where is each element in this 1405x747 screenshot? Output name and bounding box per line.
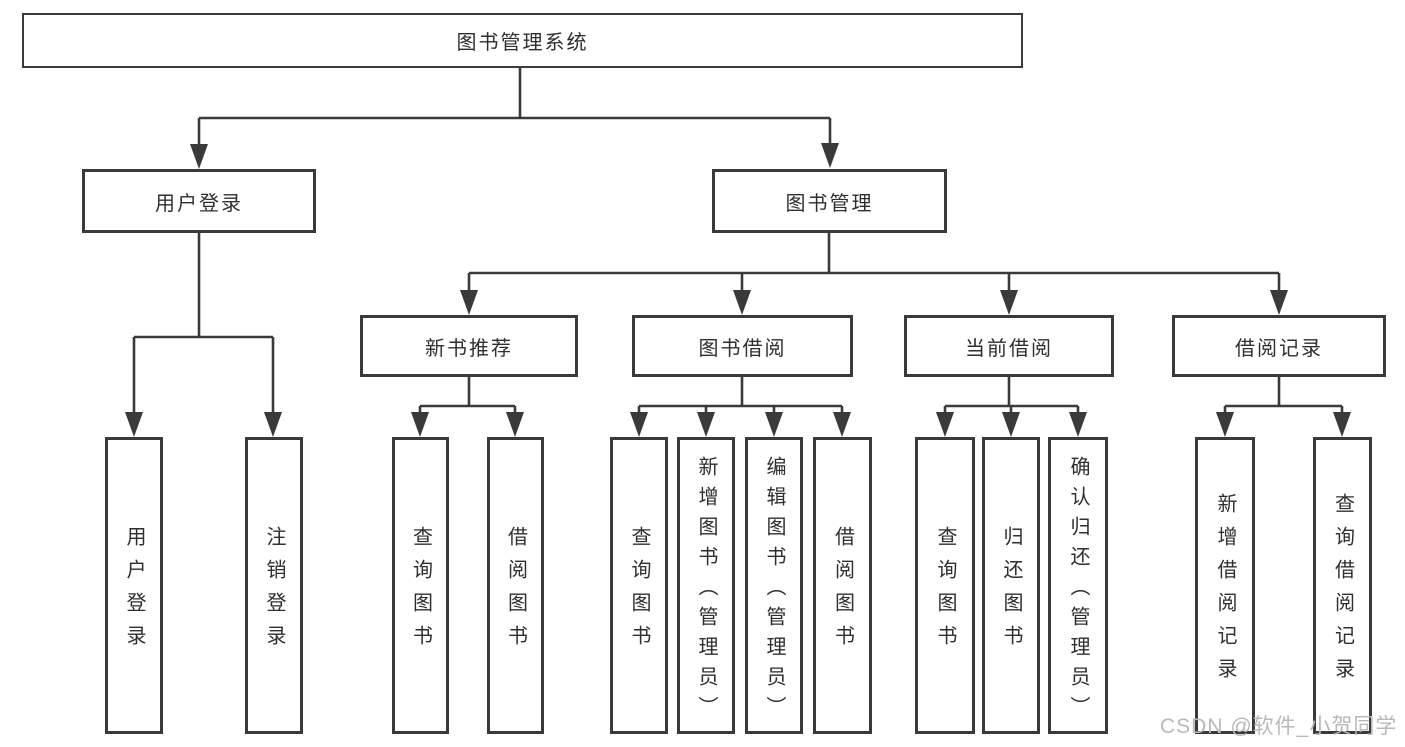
- leaf-cb-confirm-return-admin: 确认归还（管理员）: [1048, 437, 1108, 734]
- leaf-cb-return-books-label: 归还图书: [1000, 526, 1022, 658]
- leaf-bb-edit-books-admin-label: 编辑图书（管理员）: [763, 455, 785, 726]
- leaf-nb-query-books-label: 查询图书: [409, 526, 432, 658]
- leaf-br-query-record-label: 查询借阅记录: [1331, 493, 1354, 691]
- node-borrow-records: 借阅记录: [1172, 315, 1386, 377]
- node-library-system-label: 图书管理系统: [456, 32, 589, 54]
- leaf-bb-add-books-admin-label: 新增图书（管理员）: [695, 455, 717, 726]
- leaf-br-add-record: 新增借阅记录: [1195, 437, 1255, 734]
- leaf-bb-add-books-admin: 新增图书（管理员）: [677, 437, 735, 734]
- leaf-cb-query-books-label: 查询图书: [934, 526, 956, 658]
- node-user-login-label: 用户登录: [155, 192, 243, 215]
- leaf-nb-borrow-books: 借阅图书: [487, 437, 544, 734]
- node-book-management-label: 图书管理: [785, 192, 874, 215]
- node-current-borrow: 当前借阅: [904, 315, 1114, 377]
- node-library-system: 图书管理系统: [22, 13, 1023, 68]
- node-user-login: 用户登录: [82, 169, 316, 233]
- leaf-br-query-record: 查询借阅记录: [1313, 437, 1372, 734]
- node-book-borrow-label: 图书借阅: [698, 337, 787, 360]
- leaf-bb-query-books-label: 查询图书: [628, 526, 650, 658]
- leaf-cb-return-books: 归还图书: [982, 437, 1040, 734]
- leaf-bb-edit-books-admin: 编辑图书（管理员）: [745, 437, 803, 734]
- leaf-bb-borrow-books-label: 借阅图书: [831, 526, 854, 658]
- node-new-book-recommend: 新书推荐: [360, 315, 578, 377]
- leaf-bb-borrow-books: 借阅图书: [813, 437, 872, 734]
- node-new-book-recommend-label: 新书推荐: [425, 337, 513, 360]
- leaf-cb-query-books: 查询图书: [915, 437, 975, 734]
- leaf-logout-login: 注销登录: [245, 437, 303, 734]
- arrowheads: [125, 143, 1351, 437]
- leaf-br-add-record-label: 新增借阅记录: [1214, 493, 1236, 691]
- leaf-user-login: 用户登录: [105, 437, 163, 734]
- leaf-cb-confirm-return-admin-label: 确认归还（管理员）: [1067, 455, 1089, 726]
- leaf-user-login-label: 用户登录: [123, 526, 145, 658]
- node-book-borrow: 图书借阅: [632, 315, 853, 377]
- csdn-watermark: CSDN @软件_小贺同学: [1160, 715, 1398, 738]
- leaf-nb-borrow-books-label: 借阅图书: [504, 526, 527, 658]
- node-book-management: 图书管理: [712, 169, 947, 233]
- leaf-bb-query-books: 查询图书: [610, 437, 668, 734]
- leaf-nb-query-books: 查询图书: [392, 437, 449, 734]
- tree-edges: [132, 68, 1344, 414]
- leaf-logout-login-label: 注销登录: [263, 526, 285, 658]
- node-borrow-records-label: 借阅记录: [1235, 337, 1323, 360]
- node-current-borrow-label: 当前借阅: [965, 337, 1053, 360]
